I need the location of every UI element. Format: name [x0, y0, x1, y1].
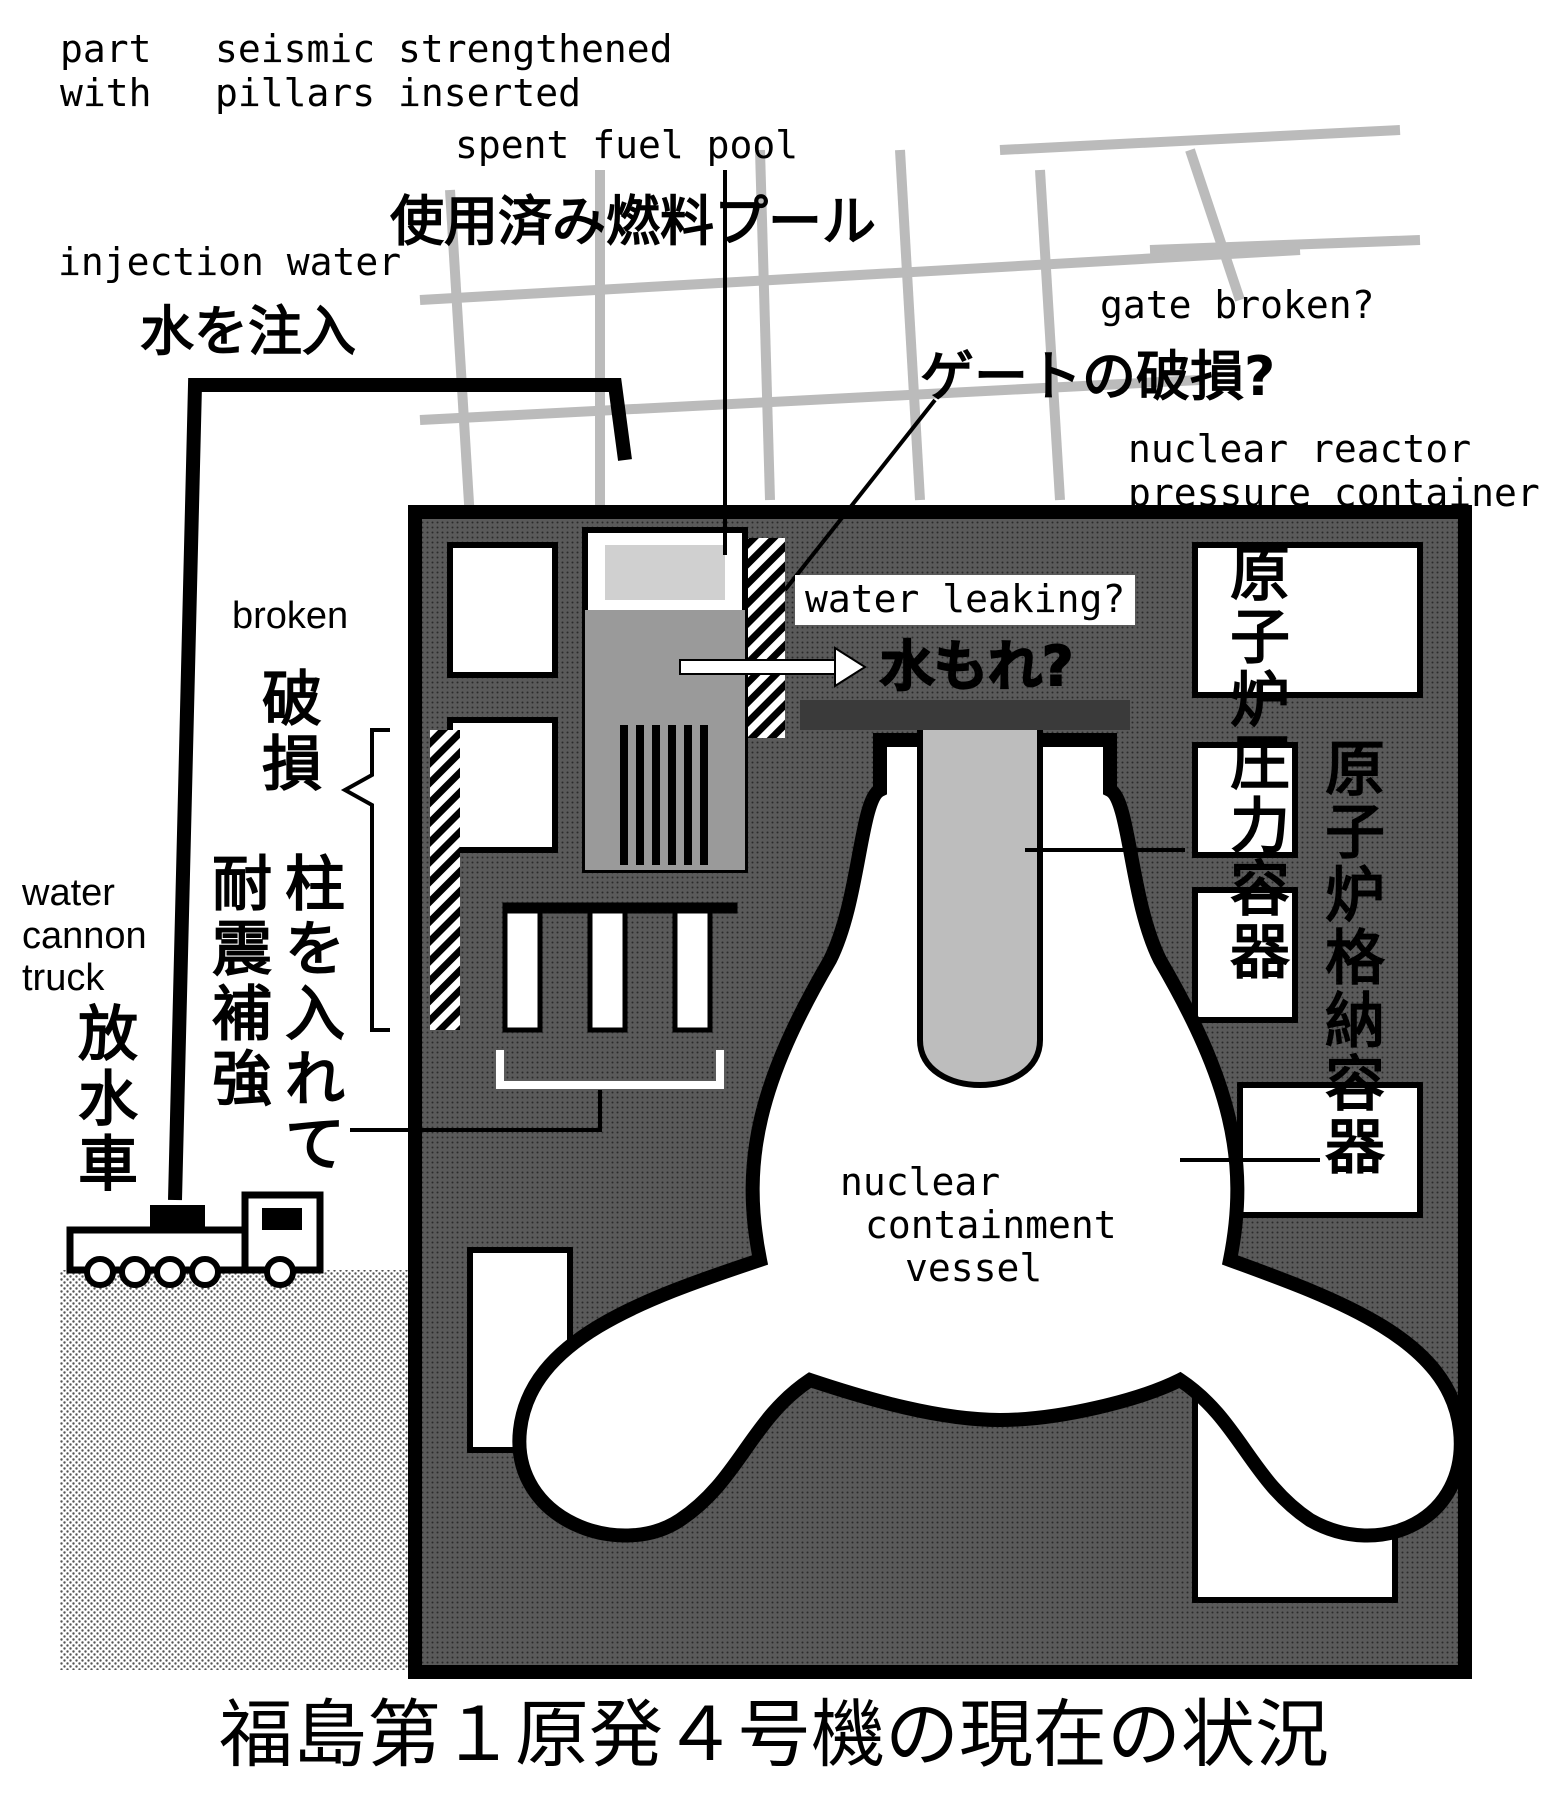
svg-text:力: 力: [1230, 792, 1290, 862]
label-pillars: pillars inserted: [215, 71, 581, 115]
svg-text:入: 入: [285, 980, 345, 1050]
broken-wall-hatched-left: [430, 730, 460, 1030]
svg-text:原: 原: [1230, 540, 1290, 610]
label-spent-fuel-pool-jp: 使用済み燃料プール: [390, 190, 876, 253]
svg-text:補: 補: [212, 980, 272, 1050]
label-spent-fuel-pool-en: spent fuel pool: [455, 123, 798, 167]
label-containment-jp: 原 子 炉 格 納 容 器: [1325, 735, 1386, 1183]
svg-text:炉: 炉: [1325, 861, 1385, 931]
pointer-lines: [723, 170, 1320, 1162]
fuel-rods: [620, 725, 708, 865]
label-truck: truck: [22, 957, 105, 999]
svg-text:水: 水: [78, 1065, 139, 1135]
pillar-pointer: [350, 1090, 602, 1132]
page-title: 福島第１原発４号機の現在の状況: [219, 1692, 1329, 1778]
svg-text:容: 容: [1325, 1050, 1385, 1120]
svg-text:柱: 柱: [285, 850, 345, 920]
label-part: part: [60, 27, 152, 71]
svg-text:器: 器: [1230, 918, 1291, 988]
svg-text:れ: れ: [285, 1045, 345, 1115]
label-pillar-jp: 柱 を 入 れ て: [285, 850, 345, 1180]
broken-bracket: [340, 728, 390, 1032]
label-reactor-pressure-2: pressure container: [1128, 471, 1540, 515]
reactor-pressure-vessel: [917, 717, 1043, 1088]
vessel-top-flange: [800, 700, 1130, 730]
svg-text:を: を: [285, 915, 345, 985]
svg-text:子: 子: [1230, 603, 1290, 673]
containment-vessel: [512, 733, 1468, 1543]
svg-text:容: 容: [1230, 855, 1290, 925]
svg-text:原: 原: [1325, 735, 1385, 805]
svg-text:て: て: [285, 1110, 345, 1180]
label-water: water: [21, 872, 115, 914]
svg-text:器: 器: [1325, 1113, 1386, 1183]
label-gate-broken: gate broken?: [1100, 283, 1375, 327]
label-with: with: [60, 71, 152, 115]
gate-hatched: [745, 538, 785, 738]
label-broken: broken: [232, 595, 348, 637]
label-gate-damage-jp: ゲートの破損?: [920, 345, 1275, 408]
pillar-bracket: [496, 1050, 724, 1089]
label-seismic-jp: 耐 震 補 強: [212, 850, 272, 1115]
svg-text:納: 納: [1325, 987, 1385, 1057]
water-leak-arrow: [679, 646, 867, 688]
label-injection-water: injection water: [58, 240, 401, 284]
svg-text:車: 車: [78, 1130, 138, 1200]
svg-text:震: 震: [212, 915, 272, 985]
label-reactor-pressure-1: nuclear reactor: [1128, 427, 1471, 471]
label-containment-2: containment: [865, 1203, 1117, 1247]
svg-text:格: 格: [1325, 924, 1386, 994]
svg-text:圧: 圧: [1230, 729, 1290, 799]
svg-text:強: 強: [212, 1045, 272, 1115]
svg-text:子: 子: [1325, 798, 1385, 868]
label-cannon: cannon: [22, 915, 147, 957]
label-water-leak-jp: 水もれ?: [880, 635, 1073, 698]
label-containment-1: nuclear: [840, 1160, 1000, 1204]
water-cannon-truck[interactable]: [66, 1191, 324, 1288]
svg-text:放: 放: [78, 1000, 138, 1070]
label-inject-water-jp: 水を注入: [140, 300, 356, 363]
cannon-boom: [168, 378, 632, 1201]
svg-text:耐: 耐: [212, 850, 272, 920]
damaged-roof-structure: [419, 125, 1421, 521]
svg-text:破: 破: [262, 665, 322, 735]
spent-fuel-pool: [582, 527, 748, 873]
label-containment-3: vessel: [905, 1246, 1042, 1290]
building-rooms: [447, 542, 1423, 1603]
svg-text:炉: 炉: [1230, 666, 1290, 736]
seismic-pillars: [502, 902, 738, 1033]
label-broken-jp: 破 損: [262, 665, 322, 800]
label-truck-jp: 放 水 車: [78, 1000, 139, 1200]
label-pressure-vessel-jp: 原 子 炉 圧 力 容 器: [1230, 540, 1291, 988]
label-water-leaking: water leaking?: [805, 577, 1125, 621]
svg-text:損: 損: [262, 730, 322, 800]
label-seismic: seismic strengthened: [215, 27, 673, 71]
